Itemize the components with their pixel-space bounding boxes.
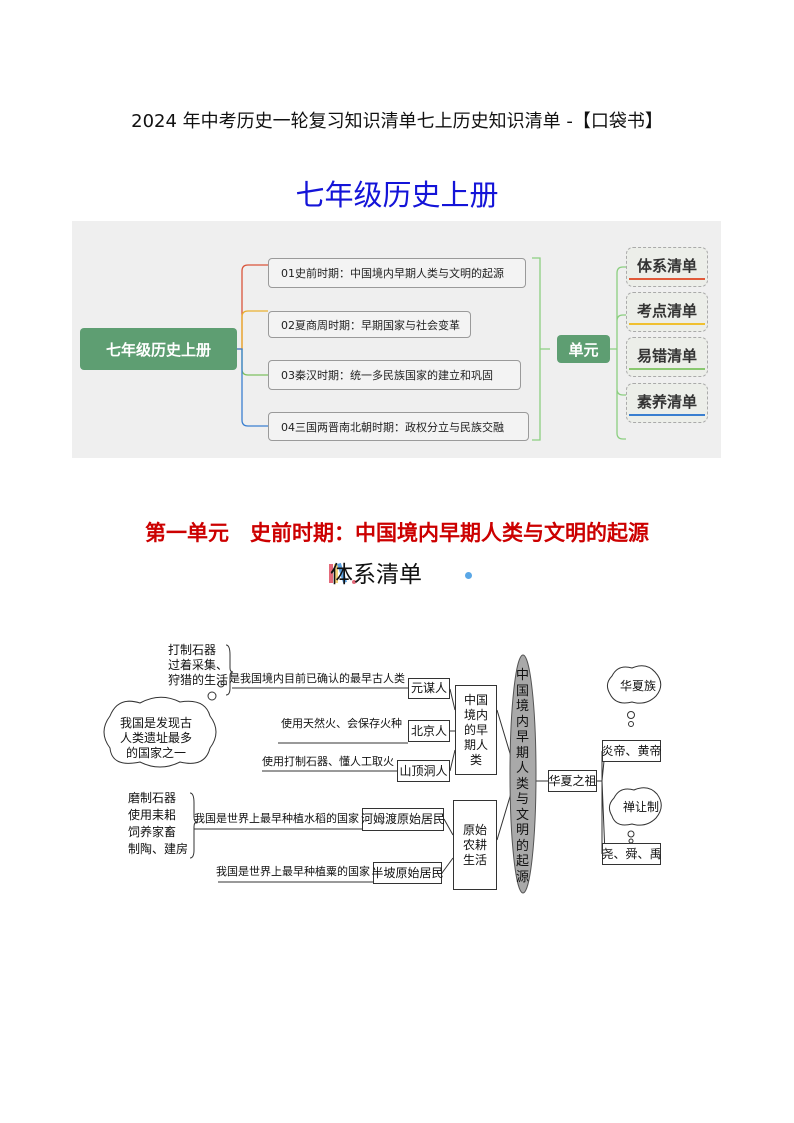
farming-box: 原始农耕生活 (453, 800, 497, 890)
list-label: 素养清单 (628, 391, 705, 416)
beijing-box: 北京人 (408, 720, 450, 742)
banpo-box: 半坡原始居民 (372, 862, 444, 884)
early-humans-box: 中国境内的早期人类 (455, 685, 497, 775)
section-title: 第一单元 史前时期：中国境内早期人类与文明的起源 (145, 520, 649, 545)
branch-unit-1: 01史前时期：中国境内早期人类与文明的起源 (268, 258, 526, 288)
list-label: 易错清单 (628, 345, 705, 370)
hemudu-box: 河姆渡原始居民 (361, 808, 445, 831)
neolithic-traits: 磨制石器 使用耒耜 饲养家畜 制陶、建房 (128, 790, 188, 858)
list-common-errors: 易错清单 (626, 337, 708, 377)
dot-icon (465, 572, 472, 579)
books-icon (328, 561, 358, 589)
cloud-huaxia: 华夏族 (620, 679, 657, 693)
branch-unit-4: 04三国两晋南北朝时期：政权分立与民族交融 (268, 412, 529, 441)
cloud-text: 的国家之一 (126, 746, 187, 760)
trait-text: 制陶、建房 (128, 842, 189, 856)
trait-text: 饲养家畜 (128, 825, 177, 839)
overview-mindmap: 七年级历史上册 01史前时期：中国境内早期人类与文明的起源 02夏商周时期：早期… (72, 221, 721, 458)
list-label: 体系清单 (628, 255, 705, 280)
cloud-note-sites: 我国是发现古 人类遗址最多 的国家之一 (120, 716, 192, 761)
shanding-box: 山顶洞人 (397, 760, 450, 782)
root-node: 七年级历史上册 (80, 328, 237, 370)
yaoshunyu-box: 尧、舜、禹 (602, 843, 662, 865)
branch-unit-3: 03秦汉时期：统一多民族国家的建立和巩固 (268, 360, 521, 390)
list-exam-points: 考点清单 (626, 292, 708, 332)
list-system: 体系清单 (626, 247, 708, 287)
main-title: 七年级历史上册 (295, 178, 499, 212)
yuanmou-desc: 是我国境内目前已确认的最早古人类 (229, 672, 405, 685)
trait-text: 使用耒耜 (128, 808, 177, 822)
banpo-desc: 我国是世界上最早种植粟的国家 (216, 865, 370, 878)
yuanmou-box: 元谋人 (408, 678, 450, 699)
unit-node: 单元 (557, 335, 610, 363)
trait-text: 打制石器 (168, 643, 217, 657)
branch-unit-2: 02夏商周时期：早期国家与社会变革 (268, 311, 471, 338)
yanhuang-box: 炎帝、黄帝 (602, 740, 662, 762)
ancestors-box: 华夏之祖 (548, 770, 597, 792)
shanding-desc: 使用打制石器、懂人工取火 (262, 755, 394, 768)
beijing-desc: 使用天然火、会保存火种 (281, 717, 402, 730)
list-literacy: 素养清单 (626, 383, 708, 423)
cloud-text: 我国是发现古 (120, 716, 193, 730)
paleolithic-traits: 打制石器 过着采集、 狩猎的生活 (168, 643, 228, 688)
list-label: 考点清单 (628, 300, 705, 325)
center-topic: 中国境内早期人类与文明的起源 (516, 668, 530, 885)
document-title: 2024 年中考历史一轮复习知识清单七上历史知识清单 -【口袋书】 (131, 111, 663, 132)
trait-text: 磨制石器 (128, 791, 177, 805)
cloud-shanrang: 禅让制 (623, 800, 660, 814)
mindmap-connectors (237, 257, 626, 441)
sub-title: 体系清单 (330, 562, 422, 588)
trait-text: 狩猎的生活 (168, 673, 229, 687)
trait-text: 过着采集、 (168, 658, 229, 672)
hemudu-desc: 我国是世界上最早种植水稻的国家 (194, 812, 359, 825)
cloud-text: 人类遗址最多 (120, 731, 193, 745)
